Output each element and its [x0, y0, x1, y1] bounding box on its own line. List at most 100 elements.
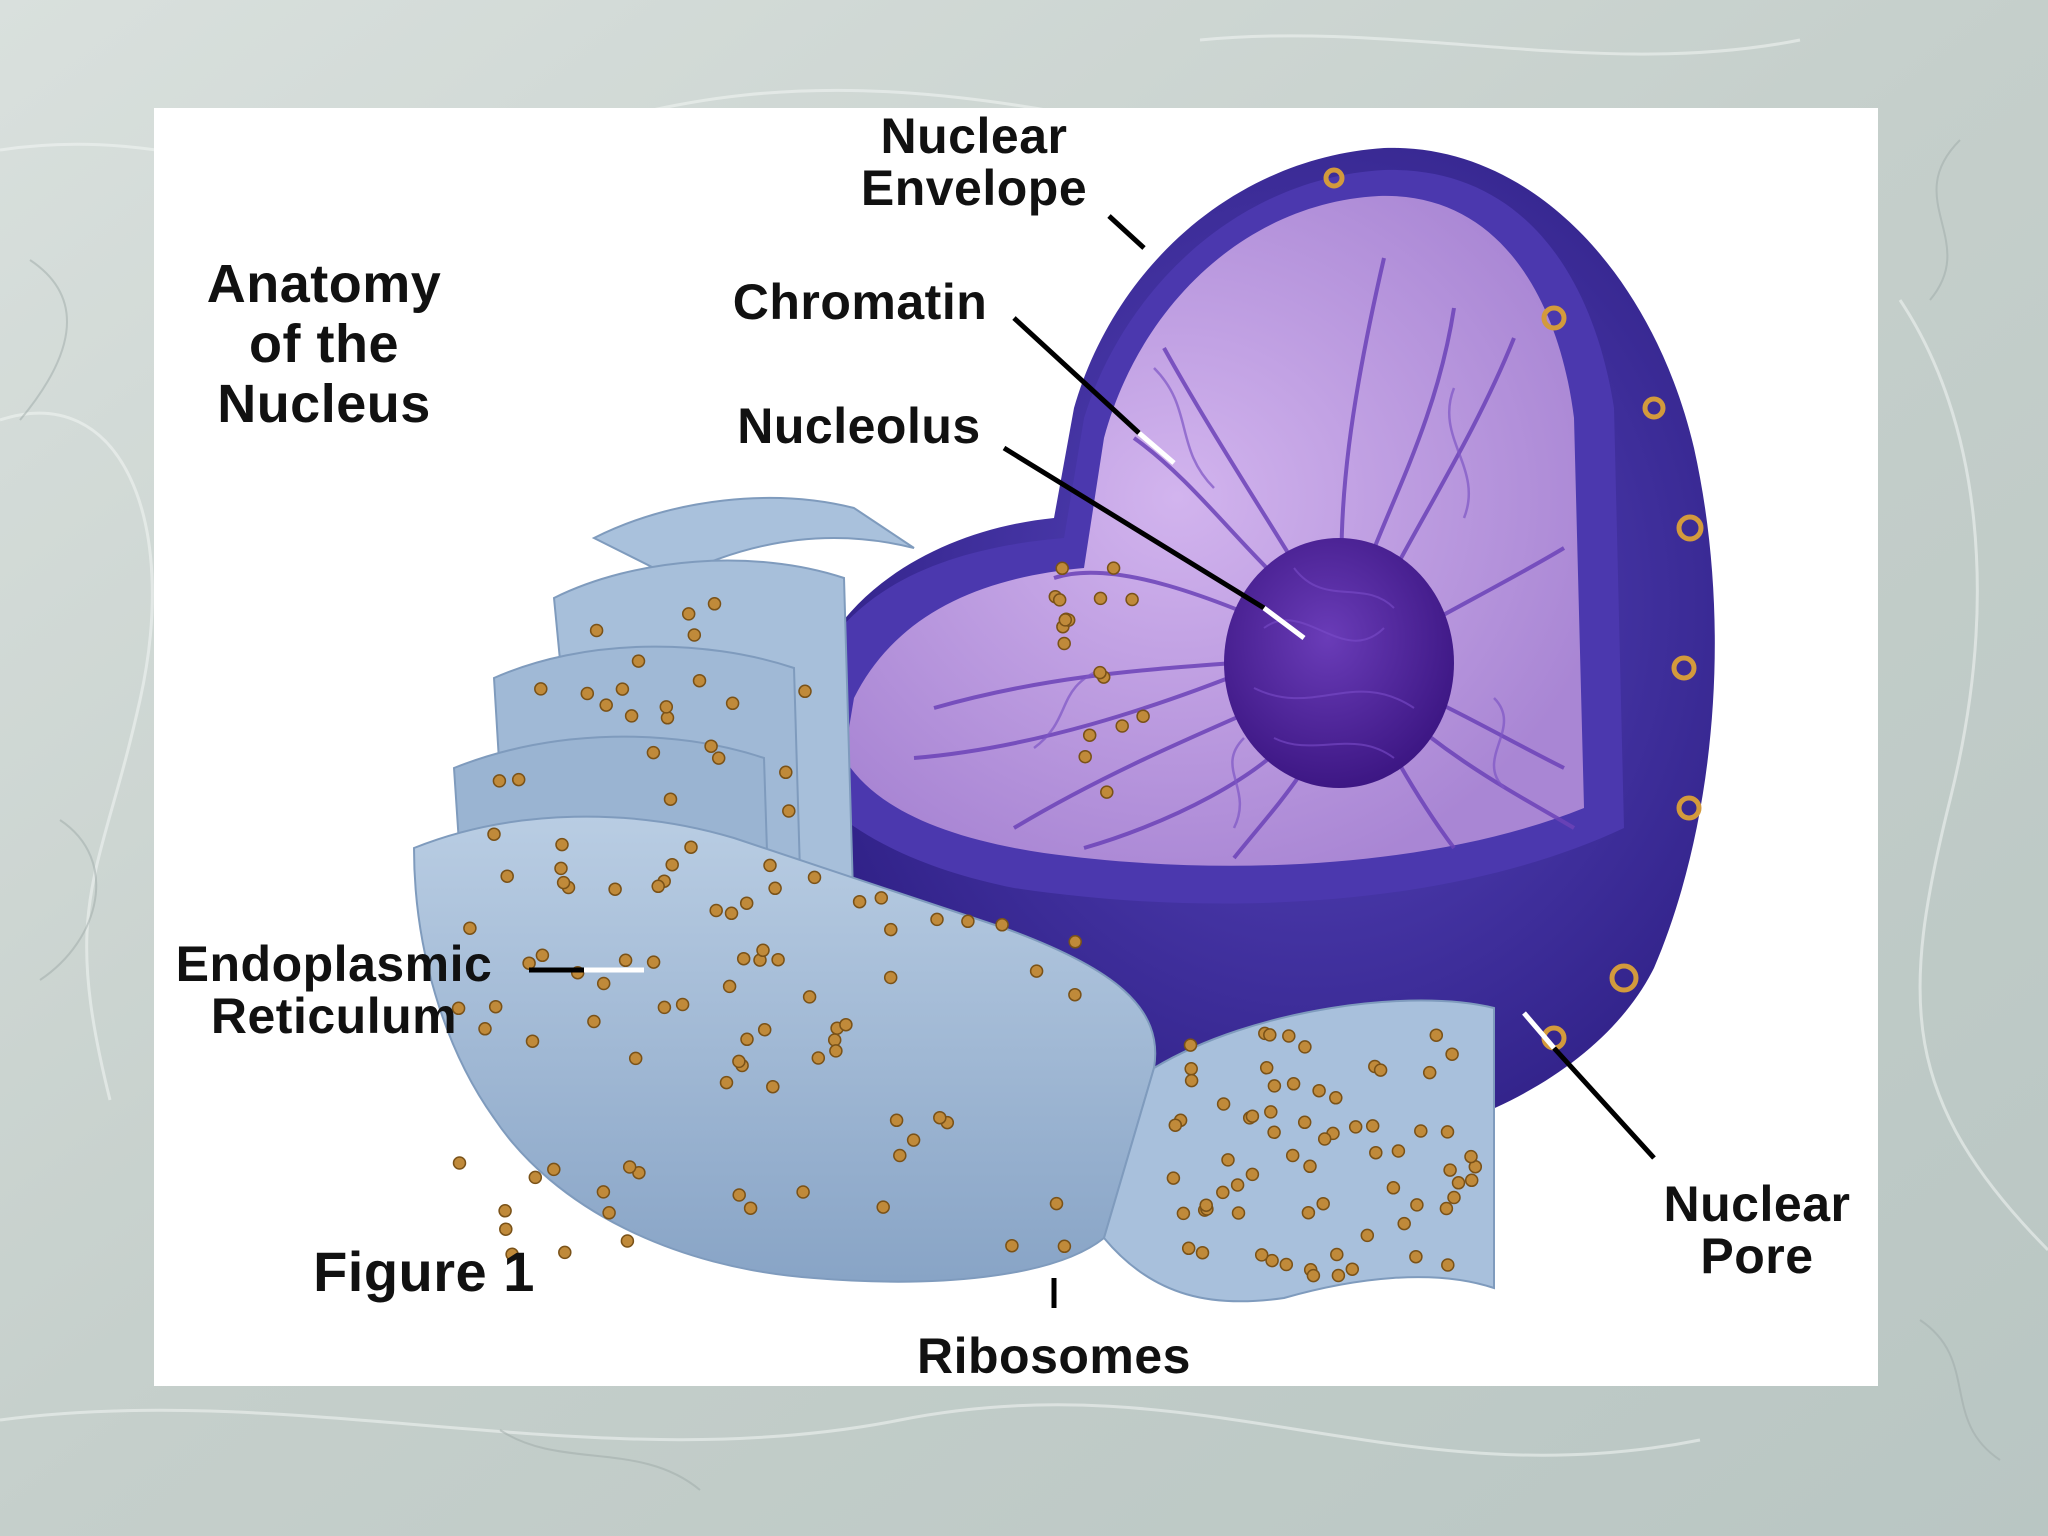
ribosome-dot	[628, 1051, 643, 1066]
ribosome-dot	[1464, 1149, 1478, 1164]
ribosome-dot	[555, 837, 569, 852]
ribosome-dot	[624, 709, 639, 723]
ribosome-dot	[1451, 1176, 1466, 1190]
ribosome-dot	[1312, 1083, 1326, 1098]
ribosome-dot	[620, 1234, 635, 1248]
endoplasmic-reticulum-illustration	[412, 497, 1495, 1303]
ribosome-dot	[736, 951, 751, 966]
ribosome-dot	[1316, 1196, 1330, 1211]
ribosome-dot	[1386, 1181, 1401, 1195]
ribosome-dot	[499, 1222, 513, 1236]
ribosome-dot	[646, 745, 661, 760]
ribosome-dot	[675, 997, 690, 1012]
ribosome-dot	[651, 879, 665, 894]
ribosome-dot	[500, 869, 514, 883]
ribosome-dot	[852, 894, 867, 909]
ribosome-dot	[1168, 1118, 1183, 1132]
ribosome-dot	[1409, 1249, 1423, 1264]
ribosome-dot	[602, 1206, 616, 1220]
ribosome-dot	[1317, 1132, 1332, 1146]
ribosome-dot	[558, 1245, 572, 1260]
ribosome-dot	[522, 956, 536, 970]
ribosome-dot	[1106, 561, 1121, 575]
figure-caption: Figure 1	[313, 1240, 535, 1303]
ribosome-dot	[1445, 1047, 1459, 1061]
ribosome-dot	[1331, 1268, 1346, 1283]
ribosome-dot	[1166, 1171, 1181, 1185]
ribosome-dot	[1429, 1028, 1444, 1042]
ribosome-dot	[488, 999, 503, 1014]
ribosome-dot	[704, 739, 718, 753]
ribosome-dot	[1115, 719, 1129, 733]
er-line-1: Endoplasmic	[175, 936, 493, 992]
label-ribosomes: Ribosomes	[916, 1328, 1191, 1384]
ribosome-dot	[1231, 1206, 1246, 1220]
ribosome-dot	[709, 903, 723, 918]
ribosome-dot	[1303, 1159, 1317, 1174]
ribosome-dot	[1397, 1216, 1411, 1231]
ribosome-dot	[1029, 964, 1044, 978]
ribosome-dot	[829, 1044, 843, 1058]
ribosome-dot	[659, 700, 674, 714]
title-line-1: Anatomy	[206, 254, 442, 314]
figure-panel: Anatomy of the Nucleus Nuclear Envelope …	[154, 108, 1878, 1386]
ribosome-dot	[687, 628, 702, 642]
ribosome-dot	[1422, 1065, 1437, 1080]
ribosome-dot	[1440, 1125, 1455, 1139]
ribosome-dot	[884, 922, 898, 937]
ribosome-dot	[1082, 728, 1097, 742]
ribosome-dot	[1301, 1205, 1316, 1220]
ribosome-dot	[768, 881, 782, 896]
ribosome-dot	[1057, 636, 1071, 651]
ribosome-dot	[1216, 1185, 1230, 1200]
ribosome-dot	[663, 792, 678, 806]
ribosome-dot	[1329, 1091, 1343, 1105]
ribosome-dot	[743, 1201, 758, 1215]
ribosome-dot	[1267, 1125, 1281, 1140]
ribosome-dot	[1230, 1178, 1245, 1192]
ribosome-dot	[1183, 1038, 1198, 1052]
nucleolus-shape	[1224, 538, 1454, 788]
ribosome-dot	[631, 654, 646, 668]
ribosome-dot	[535, 948, 550, 963]
ribosome-dot	[1360, 1228, 1375, 1243]
ribosome-dot	[1282, 1029, 1296, 1043]
ribosome-dot	[1265, 1253, 1279, 1268]
nuclear-pore-line-2: Pore	[1700, 1228, 1814, 1284]
ribosome-dot	[722, 979, 737, 994]
ribosome-dot	[608, 882, 622, 896]
leader-nuclear-envelope	[1107, 214, 1146, 250]
ribosome-dot	[839, 1017, 853, 1032]
ribosome-dot	[1052, 593, 1067, 607]
ribosome-dot	[478, 1022, 492, 1036]
ribosome-dot	[525, 1034, 540, 1048]
ribosome-dot	[1195, 1245, 1210, 1260]
ribosome-dot	[802, 990, 817, 1004]
ribosome-dots	[451, 561, 1483, 1283]
ribosome-dot	[707, 597, 722, 611]
ribosome-dot	[724, 906, 739, 921]
ribosome-dot	[725, 696, 740, 711]
ribosome-dot	[692, 673, 707, 688]
ribosome-dot	[719, 1075, 734, 1090]
ribosome-dot	[505, 1247, 519, 1262]
leader-chromatin	[1012, 316, 1141, 435]
ribosome-dot	[1057, 1239, 1072, 1254]
ribosome-dot	[1464, 1173, 1479, 1188]
nuclear-envelope-line-1: Nuclear	[880, 108, 1068, 164]
ribosome-dot	[827, 1033, 842, 1047]
ribosome-dot	[1221, 1153, 1235, 1167]
ribosome-dot	[1286, 1077, 1301, 1091]
title-line-2: of the	[249, 314, 399, 374]
ribosome-dot	[492, 774, 507, 788]
label-nuclear-envelope: Nuclear Envelope	[844, 110, 1104, 214]
ribosome-dot	[580, 686, 595, 701]
ribosome-dot	[596, 976, 611, 991]
ribosome-dot	[1439, 1201, 1454, 1216]
ribosome-dot	[906, 1133, 921, 1147]
ribosome-dot	[876, 1200, 890, 1214]
ribosome-dot	[1136, 709, 1150, 723]
ribosome-dot	[660, 711, 675, 725]
ribosome-dot	[589, 623, 604, 638]
ribosome-dot	[995, 918, 1009, 932]
